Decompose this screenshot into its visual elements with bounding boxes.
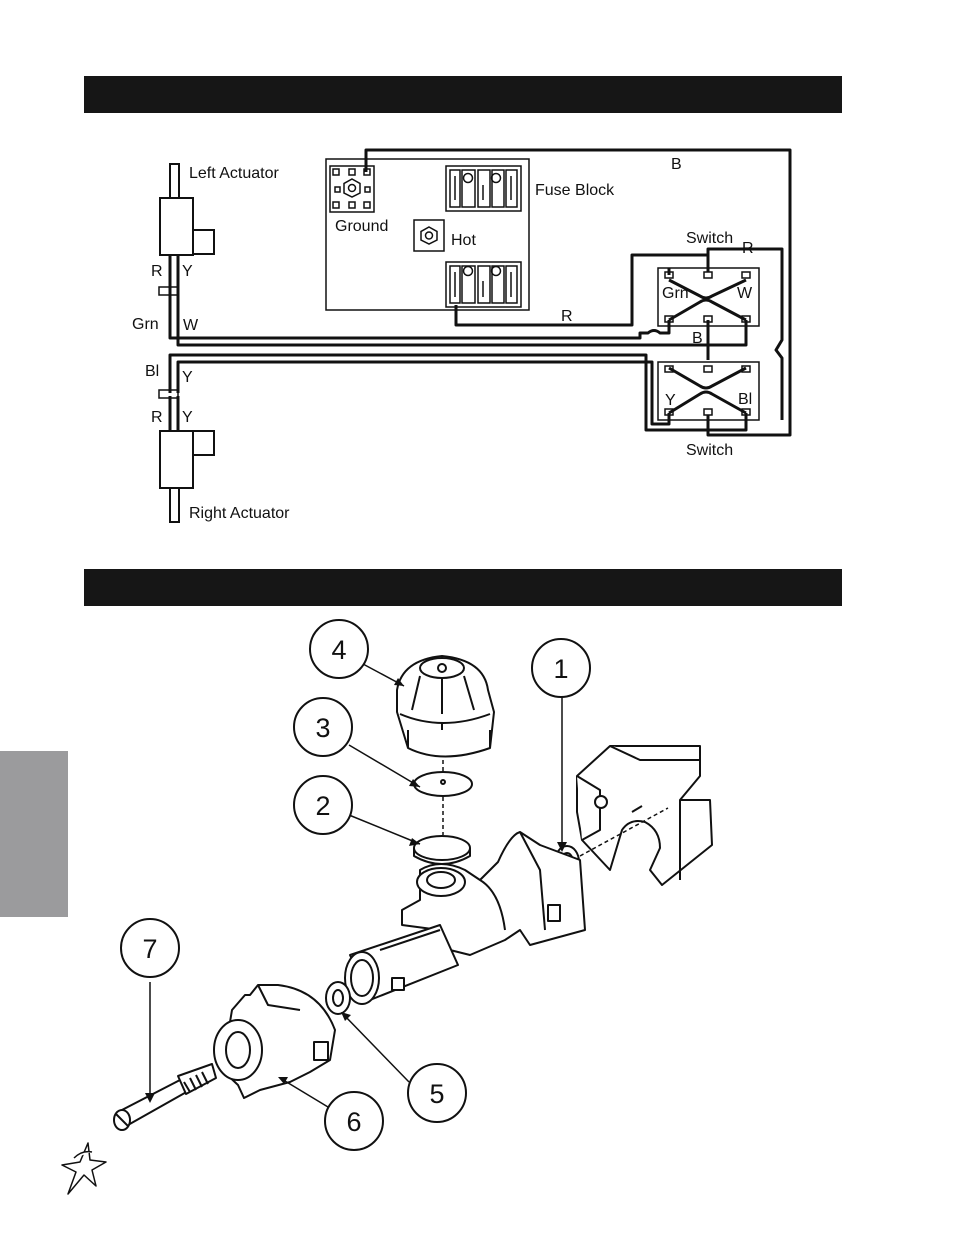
fuse-block [325,158,530,311]
callout-4-circle [309,619,369,679]
callout-3: 3 [315,713,330,743]
wire-label-left-grn: Grn [132,316,159,333]
callout-3-circle [293,697,353,757]
wire-label-w-switch: W [737,285,753,302]
ground-label: Ground [335,218,388,235]
wire-label-right-bl: Bl [145,363,159,380]
callouts [120,619,591,1151]
right-actuator [158,389,215,523]
section-header-bar-parts [84,569,842,606]
wiring-diagram [158,148,792,523]
wire-label-left-w: W [183,317,199,334]
wire-label-right-y1: Y [182,369,193,386]
part-7-fitting [113,1063,217,1131]
callout-2: 2 [315,791,330,821]
part-1-bracket [576,745,713,886]
callout-5: 5 [429,1079,444,1109]
parts-exploded-view [113,655,713,1131]
hot-label: Hot [451,232,476,249]
wire-label-y-switch: Y [665,392,676,409]
section-header-bar-wiring [84,76,842,113]
wire-label-r-switch: R [742,240,754,257]
switch-top-label: Switch [686,230,733,247]
callout-1: 1 [553,654,568,684]
leader-lines [149,663,669,1108]
valve-body [401,831,586,956]
callout-6: 6 [346,1107,361,1137]
valve-spout [344,924,459,1005]
switch-bottom-label: Switch [686,442,733,459]
callout-5-circle [407,1063,467,1123]
wire-label-r-fuse: R [561,308,573,325]
fuse-block-label: Fuse Block [535,182,615,199]
wire-label-right-r: R [151,409,163,426]
part-6-nut [213,984,336,1099]
wire-label-grn-switch: Grn [662,285,689,302]
side-tab [0,751,68,917]
arrowheads [145,678,567,1103]
wires [168,148,792,437]
callout-7: 7 [142,934,157,964]
wire-label-b-switch: B [692,330,703,347]
wiring-labels: Left Actuator Right Actuator Fuse Block … [132,156,754,522]
callout-2-circle [293,775,353,835]
callout-6-circle [324,1091,384,1151]
star-logo [61,1142,107,1195]
wire-label-b-top: B [671,156,682,173]
part-2-disc [413,835,471,861]
wire-label-left-r: R [151,263,163,280]
callout-7-circle [120,918,180,978]
wire-label-bl-switch: Bl [738,391,752,408]
wire-label-left-y: Y [182,263,193,280]
callout-1-circle [531,638,591,698]
part-4-knob [396,655,495,758]
callout-4: 4 [331,635,346,665]
callout-numbers: 4 3 2 1 7 5 6 [142,635,568,1137]
right-actuator-label: Right Actuator [189,505,290,522]
wire-label-right-y2: Y [182,409,193,426]
left-actuator-label: Left Actuator [189,165,280,182]
